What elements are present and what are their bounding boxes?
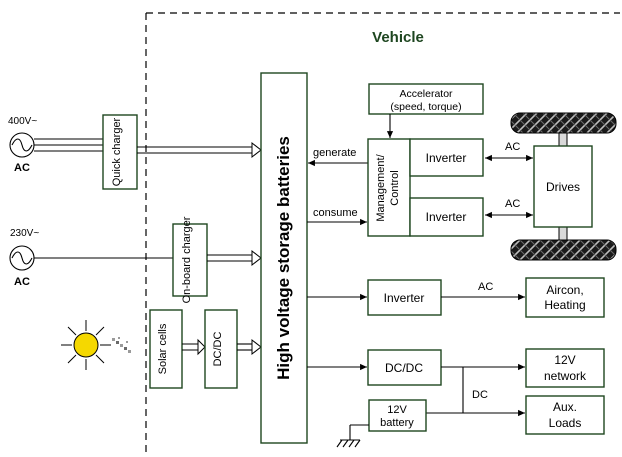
power-flow-arrow-onboard-charger — [207, 249, 262, 267]
aux-loads-box: Aux. Loads — [525, 395, 605, 435]
ac-source-400v — [9, 132, 35, 158]
aux-label-line1: Aux. — [553, 400, 577, 414]
inverter-top-label: Inverter — [426, 151, 467, 165]
accelerator-label-line1: Accelerator — [399, 88, 453, 100]
network-label-line1: 12V — [554, 353, 575, 367]
inverter-aux-label: Inverter — [384, 291, 425, 305]
ground-icon — [336, 424, 369, 448]
onboard-charger-box: On-board charger — [172, 216, 208, 303]
ac-source-230v-type: AC — [14, 276, 30, 288]
aircon-label-line1: Aircon, — [546, 283, 583, 297]
sun-icon — [61, 320, 131, 370]
dc-label: DC — [472, 389, 488, 401]
dcdc-solar-label: DC/DC — [212, 332, 224, 367]
management-control-box: Management/ Control — [367, 138, 411, 237]
onboard-charger-label: On-board charger — [181, 216, 193, 303]
dcdc-main-box: DC/DC — [367, 349, 442, 386]
management-label-line1: Management/ — [375, 153, 387, 221]
three-phase-lines — [34, 138, 103, 152]
generate-label: generate — [313, 147, 356, 159]
inverter-bottom-label: Inverter — [426, 210, 467, 224]
aircon-label-line2: Heating — [544, 298, 585, 312]
vehicle-label: Vehicle — [372, 29, 424, 46]
quick-charger-label: Quick charger — [111, 117, 123, 186]
ac-source-230v-voltage: 230V~ — [10, 228, 39, 239]
consume-label: consume — [313, 207, 358, 219]
battery-12v-box: 12V battery — [368, 399, 427, 432]
network-label-line2: network — [544, 369, 587, 383]
ac-source-400v-voltage: 400V~ — [8, 116, 37, 127]
accelerator-label-line2: (speed, torque) — [390, 101, 461, 113]
dcdc-solar-box: DC/DC — [204, 309, 238, 389]
power-flow-arrow-solar — [182, 338, 206, 356]
power-flow-arrow-quick-charger — [137, 141, 262, 159]
aux-label-line2: Loads — [549, 416, 582, 430]
accelerator-box: Accelerator (speed, torque) — [368, 83, 484, 115]
inverter-top-box: Inverter — [409, 138, 484, 177]
ac-source-400v-type: AC — [14, 162, 30, 174]
solar-cells-box: Solar cells — [149, 309, 183, 389]
ac-top-label: AC — [505, 141, 520, 153]
wheel-top — [510, 112, 617, 134]
battery-label-line1: 12V — [387, 404, 407, 416]
wheel-bottom — [510, 239, 617, 261]
management-label-line2: Control — [389, 170, 401, 205]
network-12v-box: 12V network — [525, 348, 605, 388]
inverter-bottom-box: Inverter — [409, 197, 484, 237]
solar-cells-label: Solar cells — [157, 323, 169, 374]
drives-label: Drives — [546, 180, 580, 194]
aircon-heating-box: Aircon, Heating — [525, 277, 605, 318]
ac-source-230v — [9, 245, 35, 271]
drives-box: Drives — [533, 145, 593, 228]
dcdc-main-label: DC/DC — [385, 361, 423, 375]
battery-label-line2: battery — [380, 417, 414, 429]
quick-charger-box: Quick charger — [102, 114, 138, 190]
hv-batteries-label: High voltage storage batteries — [274, 136, 293, 380]
hv-batteries-box: High voltage storage batteries — [260, 72, 308, 444]
inverter-aux-box: Inverter — [367, 279, 442, 316]
ac-bottom-label: AC — [505, 198, 520, 210]
ac-aux-label: AC — [478, 281, 493, 293]
power-flow-arrow-dcdc-solar — [237, 338, 262, 356]
vehicle-boundary — [145, 12, 620, 455]
